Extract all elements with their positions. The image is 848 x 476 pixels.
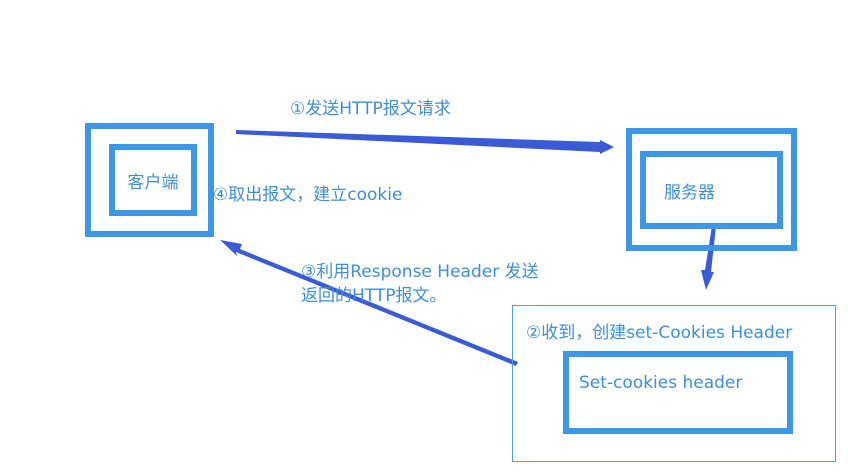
request-arrow	[236, 130, 614, 154]
step3-label-line1: ③利用Response Header 发送	[301, 262, 539, 282]
cookie-box-label: Set-cookies header	[579, 373, 743, 393]
server-inner-box: 服务器	[640, 151, 783, 229]
step4-label: ④取出报文，建立cookie	[213, 185, 403, 205]
server-label: 服务器	[664, 182, 715, 203]
client-inner-box: 客户端	[109, 144, 197, 216]
step3-label-line2: 返回的HTTP报文。	[301, 286, 447, 306]
step2-label: ②收到，创建set-Cookies Header	[526, 323, 793, 343]
cookie-inner-box: Set-cookies header	[563, 351, 793, 434]
cookie-panel	[512, 305, 836, 462]
client-outer-box	[85, 123, 214, 237]
response-arrow	[220, 240, 518, 366]
client-label: 客户端	[127, 172, 179, 193]
server-outer-box	[626, 128, 797, 251]
server-to-cookie-arrow	[701, 226, 716, 290]
step1-label: ①发送HTTP报文请求	[290, 99, 451, 119]
